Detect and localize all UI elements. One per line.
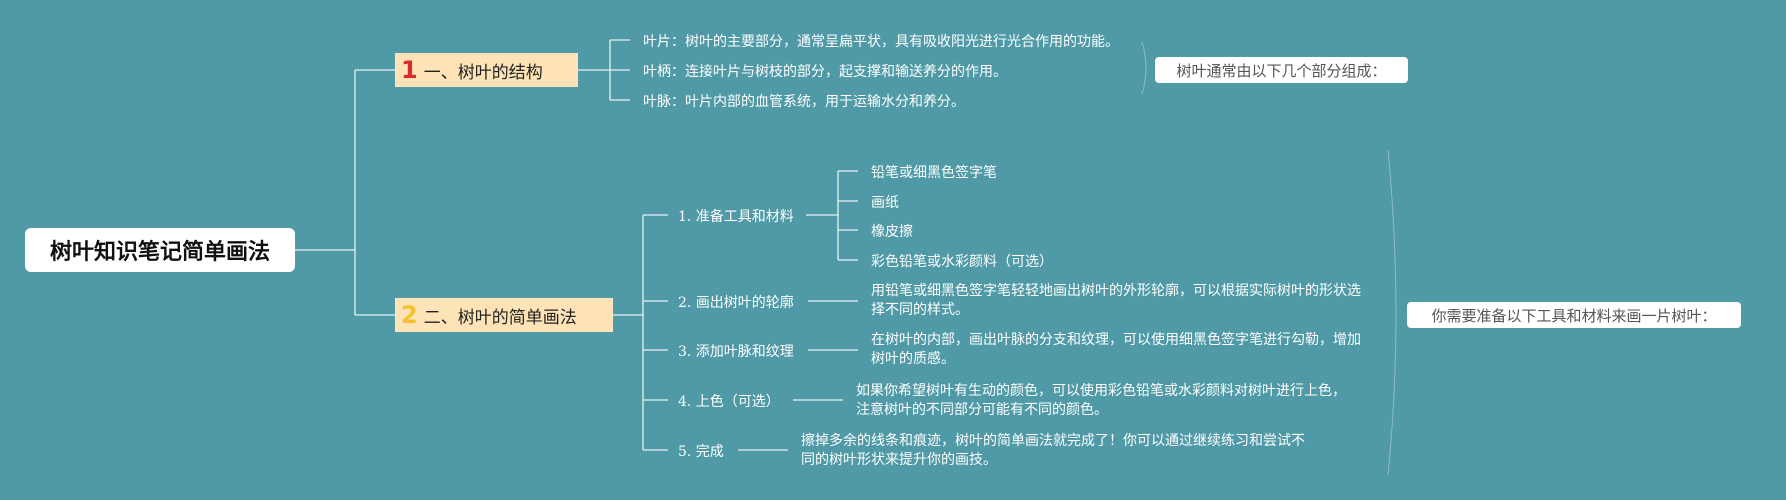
branch-label-drawing: 二、树叶的简单画法 <box>423 307 577 328</box>
leaf-petiole: 叶柄：连接叶片与树枝的部分，起支撑和输送养分的作用。 <box>643 64 1007 80</box>
tools-summary-note: 你需要准备以下工具和材料来画一片树叶： <box>1407 302 1741 328</box>
step-veins: 3. 添加叶脉和纹理 <box>678 344 794 360</box>
root-title: 树叶知识笔记简单画法 <box>49 240 270 265</box>
step-finish: 5. 完成 <box>678 444 724 460</box>
tool-pencil: 铅笔或细黑色签字笔 <box>871 165 997 181</box>
step-color: 4. 上色（可选） <box>678 394 780 410</box>
step-outline-desc: 用铅笔或细黑色签字笔轻轻地画出树叶的外形轮廓，可以根据实际树叶的形状选择不同的样… <box>871 283 1361 318</box>
step-veins-desc: 在树叶的内部，画出叶脉的分支和纹理，可以使用细黑色签字笔进行勾勒，增加树叶的质感… <box>871 332 1361 367</box>
branch-label-structure: 一、树叶的结构 <box>423 62 543 83</box>
tool-paper: 画纸 <box>871 195 899 211</box>
step-outline: 2. 画出树叶的轮廓 <box>678 295 794 311</box>
root-node: 树叶知识笔记简单画法 <box>25 228 295 272</box>
tool-colors: 彩色铅笔或水彩颜料（可选） <box>871 254 1053 270</box>
leaf-vein: 叶脉：叶片内部的血管系统，用于运输水分和养分。 <box>643 94 965 110</box>
step-color-desc: 如果你希望树叶有生动的颜色，可以使用彩色铅笔或水彩颜料对树叶进行上色，注意树叶的… <box>856 383 1346 418</box>
branch-number-2: 2 <box>401 301 418 329</box>
step-finish-desc: 擦掉多余的线条和痕迹，树叶的简单画法就完成了！你可以通过继续练习和尝试不同的树叶… <box>801 433 1305 468</box>
structure-summary-note: 树叶通常由以下几个部分组成： <box>1155 57 1408 83</box>
leaf-blade: 叶片：树叶的主要部分，通常呈扁平状，具有吸收阳光进行光合作用的功能。 <box>643 34 1119 50</box>
tool-eraser: 橡皮擦 <box>871 224 913 240</box>
branch-number-1: 1 <box>401 56 418 84</box>
step-prepare: 1. 准备工具和材料 <box>678 209 794 225</box>
branch-drawing-method: 2 二、树叶的简单画法 <box>395 298 613 332</box>
branch-structure: 1 一、树叶的结构 <box>395 53 578 87</box>
